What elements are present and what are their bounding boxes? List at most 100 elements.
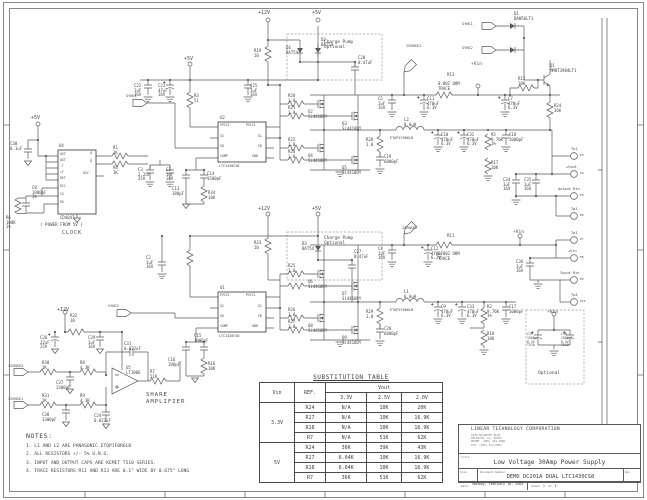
capacitor-symbol <box>347 259 357 276</box>
ground-symbol <box>549 350 559 356</box>
schematic-label: SYNC2 <box>462 46 473 50</box>
schematic-label: R32 10 <box>70 313 78 323</box>
value-cell: 43K <box>400 442 444 453</box>
ref-cell: R24 <box>294 442 326 453</box>
capacitor-symbol <box>21 197 31 214</box>
schematic-label: Q2 Si4410DY <box>308 109 328 119</box>
document-row: Size Document Number DEMO DC201A DUAL LT… <box>459 469 640 482</box>
value-cell: 51K <box>366 472 402 483</box>
terminal-symbol <box>565 170 578 178</box>
schematic-label: C20 0.47uF <box>358 55 373 65</box>
vin-group-cell: 5V <box>259 442 295 483</box>
schematic-label: D3 BAT54 <box>302 241 315 251</box>
schematic-label: C32 470uF 6.3V <box>467 132 480 147</box>
power-node-symbol <box>35 121 41 127</box>
schematic-label: G1 <box>258 134 262 138</box>
schematic-label: SD <box>220 144 224 148</box>
sheet-label: Sheet <box>531 484 540 488</box>
company-address-line: PHONE: (408) 432-1900 <box>471 439 505 444</box>
ground-symbol <box>500 111 510 117</box>
date-label: Date: <box>461 484 470 488</box>
resistor-symbol <box>287 282 305 290</box>
schematic-label: R18 10K <box>487 331 495 341</box>
schematic-label: +5V <box>312 10 322 16</box>
schematic-label: E5 <box>580 193 584 197</box>
value-cell: 10K <box>366 452 402 463</box>
schematic-label: C34 1uF 16V <box>503 177 511 192</box>
ground-symbol <box>433 318 443 324</box>
note-item: 3. INPUT AND OUTPUT CAPS ARE KEMET T510 … <box>26 460 156 466</box>
schematic-label: PVCC2 <box>220 123 230 127</box>
ground-symbol <box>102 423 110 429</box>
title-block: LINEAR TECHNOLOGY CORPORATION 1630 McCAR… <box>458 424 641 490</box>
ground-symbol <box>145 181 155 187</box>
schematic-label: Q6 Si4410DY <box>308 279 328 289</box>
schematic-label: Tp3 <box>571 231 578 235</box>
ground-symbol <box>423 261 433 267</box>
value-cell: 10K <box>366 412 402 423</box>
power-node-symbol <box>315 17 321 23</box>
capacitor-symbol <box>387 94 397 111</box>
ground-symbol <box>387 261 397 267</box>
value-cell: 10K <box>366 422 402 433</box>
terminal-symbol <box>565 192 578 200</box>
terminal-symbol <box>565 298 578 306</box>
schematic-label: Q1 MMBT3904LT1 <box>550 63 577 73</box>
schematic-label: E4 <box>580 171 584 175</box>
value-cell: N/A <box>324 432 368 443</box>
value-cell: 6.04K <box>324 462 368 473</box>
schematic-label: PVCC2 <box>220 293 230 297</box>
schematic-label: FB <box>258 314 262 318</box>
connector-flag <box>116 309 132 317</box>
schematic-label: C25 1uF 16V <box>250 83 258 98</box>
ground-symbol <box>483 175 493 181</box>
capacitor-symbol <box>531 174 541 191</box>
ground-symbol <box>459 146 469 152</box>
schematic-label: RX <box>60 200 64 204</box>
schematic-label: ( POWER FROM 5V ) <box>40 222 83 227</box>
schematic-label: U1 <box>220 285 225 290</box>
ground-symbol <box>24 160 32 166</box>
schematic-label: E10 <box>580 299 586 303</box>
schematic-label: G2 <box>220 134 224 138</box>
schematic-label: C15 1000pF <box>194 333 209 343</box>
schematic-label: G1 <box>258 304 262 308</box>
schematic-label: Output Rtn <box>558 187 580 191</box>
resistor-symbol <box>200 185 208 203</box>
ground-symbol <box>387 111 397 117</box>
terminal-symbol <box>565 276 578 284</box>
schematic-label: Tp4 <box>571 293 578 297</box>
ref-header: REF. <box>303 389 317 396</box>
vout-header: Vout <box>325 382 443 393</box>
capacitor-symbol <box>61 404 71 421</box>
ground-symbol <box>51 348 59 354</box>
schematic-label: C39 1500uF 6.3V T510 <box>527 332 539 348</box>
capacitor-symbol <box>511 174 521 191</box>
schematic-label: E7 <box>580 237 584 241</box>
schematic-label: E6 <box>580 213 584 217</box>
value-cell: 36K <box>324 472 368 483</box>
diode-symbol <box>314 241 322 256</box>
ground-symbol <box>62 421 70 427</box>
schematic-label: +T <box>60 170 64 174</box>
sheet-border <box>3 2 644 498</box>
ground-symbol <box>375 340 385 346</box>
capacitor-symbol <box>95 331 105 348</box>
sheet-total: 1 <box>554 484 557 488</box>
size-label: Size <box>460 469 467 474</box>
diode-symbol <box>505 22 520 30</box>
notes-block: NOTES: 1. L1 AND L2 ARE PANASONIC ETQP1F… <box>26 432 189 478</box>
terminal-symbol <box>565 212 578 220</box>
value-cell: 10K <box>366 402 402 413</box>
value-cell: 51K <box>366 432 402 443</box>
schematic-label: SHARE AMPLIFIER <box>146 392 186 405</box>
ref-cell: R24 <box>294 402 326 413</box>
company-address-line: MILPITAS, CA. 95035 <box>471 435 502 440</box>
ground-symbol <box>533 283 543 289</box>
polarized-capacitor-symbol <box>454 301 467 318</box>
capacitor-symbol <box>375 323 385 340</box>
